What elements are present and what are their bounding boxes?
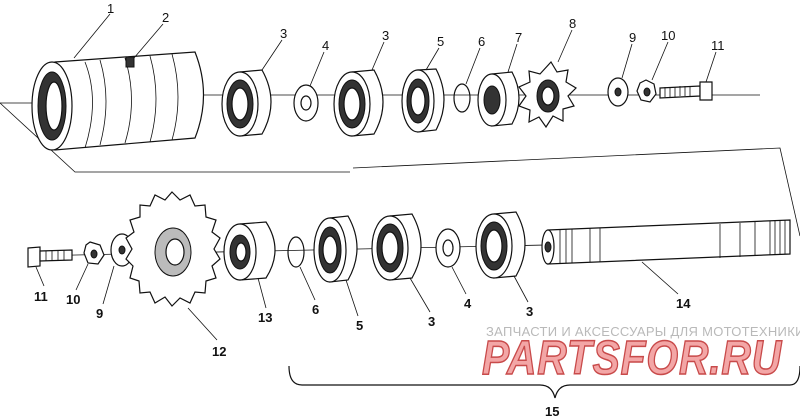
part-7-collar bbox=[477, 71, 520, 127]
callout-3b-bottom: 3 bbox=[526, 304, 533, 319]
part-12-large-sprocket bbox=[125, 191, 221, 307]
part-6-o-ring-bottom bbox=[287, 236, 305, 268]
callout-14: 14 bbox=[676, 296, 691, 311]
part-4-washer bbox=[293, 84, 319, 122]
part-3a-bearing bbox=[221, 69, 272, 137]
callout-5: 5 bbox=[437, 34, 444, 49]
callout-9-bottom: 9 bbox=[96, 306, 103, 321]
callout-1: 1 bbox=[107, 1, 114, 16]
part-1-housing bbox=[31, 51, 205, 151]
top-assembly-row bbox=[0, 51, 800, 237]
callout-10: 10 bbox=[661, 28, 675, 43]
callout-3a: 3 bbox=[280, 26, 287, 41]
part-6-o-ring bbox=[453, 83, 471, 113]
frame-connector-line bbox=[352, 147, 800, 237]
watermark-logo: PARTSFOR.RU bbox=[482, 332, 782, 385]
callout-10-bottom: 10 bbox=[66, 292, 80, 307]
part-13-collar bbox=[223, 221, 276, 281]
part-3a-bearing-bottom bbox=[371, 213, 422, 281]
callout-3a-bottom: 3 bbox=[428, 314, 435, 329]
callout-5-bottom: 5 bbox=[356, 318, 363, 333]
part-5-seal-bottom bbox=[313, 215, 358, 283]
watermark-subtitle: ЗАПЧАСТИ И АКСЕССУАРЫ ДЛЯ МОТОТЕХНИКИ bbox=[486, 324, 800, 339]
top-frame-line bbox=[0, 102, 350, 173]
callout-4: 4 bbox=[322, 38, 329, 53]
callout-11-bottom: 11 bbox=[34, 289, 48, 304]
callout-9: 9 bbox=[629, 30, 636, 45]
part-3b-bearing-bottom bbox=[475, 211, 526, 279]
callout-6-bottom: 6 bbox=[312, 302, 319, 317]
callout-7: 7 bbox=[515, 30, 522, 45]
callout-12: 12 bbox=[212, 344, 226, 359]
part-5-seal bbox=[401, 68, 445, 133]
part-4-washer-bottom bbox=[435, 228, 461, 268]
callout-3b: 3 bbox=[382, 28, 389, 43]
part-11-bolt-bottom bbox=[27, 246, 73, 268]
callout-8: 8 bbox=[569, 16, 576, 31]
callout-4-bottom: 4 bbox=[464, 296, 472, 311]
callout-2: 2 bbox=[162, 10, 169, 25]
bottom-callouts: 11 10 9 12 13 6 5 3 4 3 14 15 bbox=[34, 289, 691, 419]
part-10-lock-washer-bottom bbox=[83, 241, 105, 265]
part-10-lock-washer bbox=[636, 79, 657, 103]
watermark: ЗАПЧАСТИ И АКСЕССУАРЫ ДЛЯ МОТОТЕХНИКИ PA… bbox=[481, 324, 800, 386]
callout-15: 15 bbox=[545, 404, 559, 419]
bottom-leader-lines bbox=[35, 261, 679, 341]
callout-6: 6 bbox=[478, 34, 485, 49]
part-11-bolt bbox=[659, 81, 713, 101]
bottom-assembly-row bbox=[27, 191, 791, 307]
callout-11: 11 bbox=[711, 38, 725, 53]
top-callouts: 1 2 3 4 3 5 6 7 8 9 10 11 bbox=[107, 1, 725, 53]
group-15-brace bbox=[288, 365, 800, 399]
part-8-small-sprocket bbox=[518, 61, 577, 129]
top-leader-lines bbox=[73, 13, 717, 87]
part-9-washer bbox=[607, 77, 629, 107]
part-3b-bearing bbox=[333, 69, 384, 137]
callout-13: 13 bbox=[258, 310, 272, 325]
part-14-shaft bbox=[541, 219, 791, 265]
